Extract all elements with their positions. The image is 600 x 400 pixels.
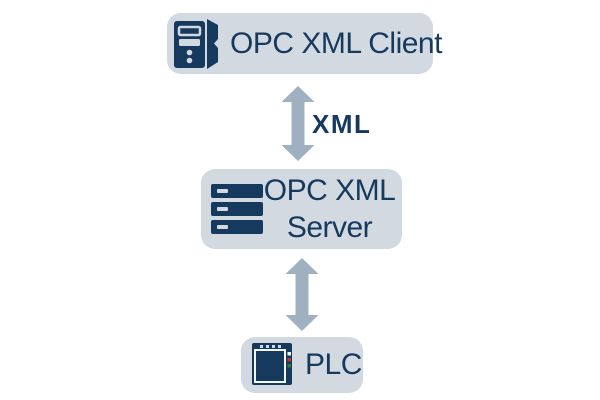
client-node-label: OPC XML Client <box>230 26 442 60</box>
client-server-arrow <box>281 86 315 161</box>
server-node-label: OPC XML Server <box>263 172 402 246</box>
server-node-label-line2: Server <box>286 211 373 244</box>
plc-node-label: PLC <box>305 348 362 381</box>
client-node: OPC XML Client <box>167 13 442 74</box>
plc-led-green <box>287 364 291 368</box>
server-node-label-line1: OPC XML <box>263 174 396 207</box>
plc-led-white <box>287 352 291 356</box>
xml-protocol-label: XML <box>312 109 372 139</box>
server-node: OPC XML Server <box>201 169 402 249</box>
plc-icon <box>252 343 292 385</box>
plc-node: PLC <box>241 337 363 393</box>
server-plc-arrow <box>285 258 319 331</box>
server-rack-icon <box>211 184 263 234</box>
plc-led-red <box>287 358 291 362</box>
desktop-tower-icon <box>174 18 218 69</box>
